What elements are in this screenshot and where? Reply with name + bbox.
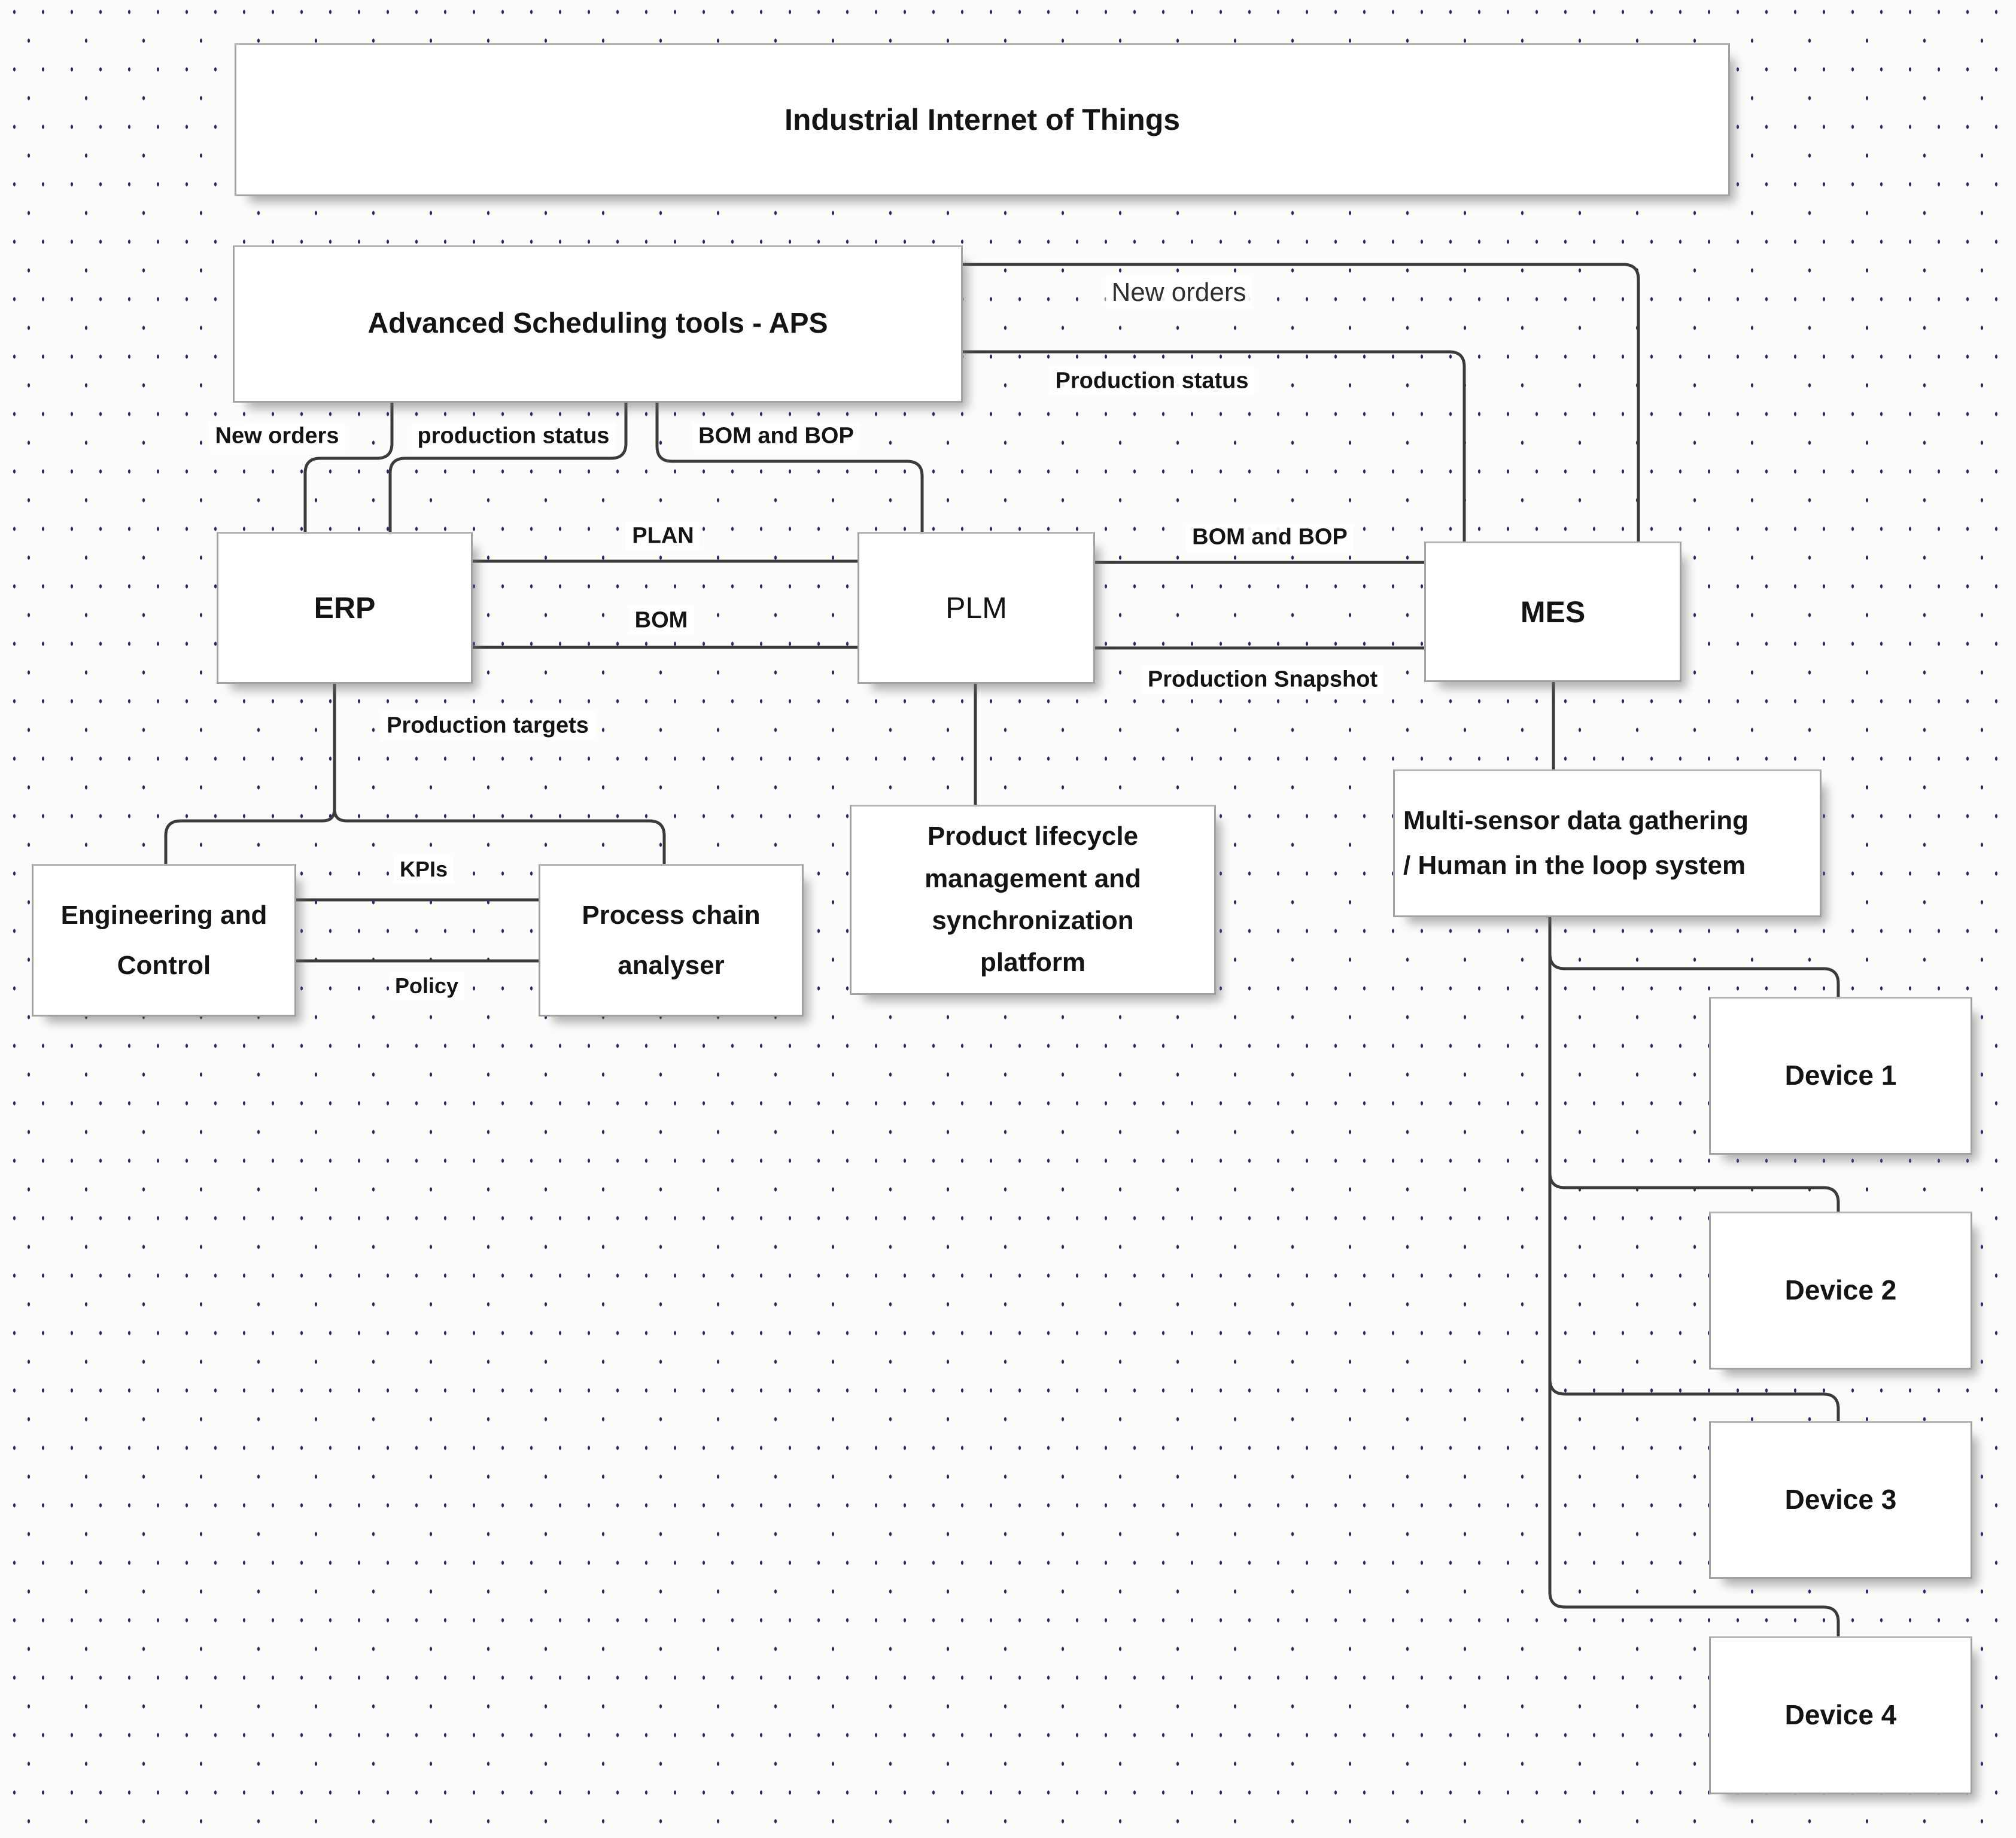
node-erp: ERP xyxy=(217,532,473,684)
edge-label-production-targets: Production targets xyxy=(381,711,595,740)
node-device-2: Device 2 xyxy=(1709,1212,1972,1370)
node-multi-sensor-data-gathering: Multi-sensor data gathering / Human in t… xyxy=(1393,769,1822,917)
edge-branch-device2 xyxy=(1548,1172,1840,1213)
edge-aps-erp-production-status xyxy=(388,403,628,533)
edge-label-bom-and-bop-plm-mes: BOM and BOP xyxy=(1186,523,1354,552)
node-advanced-scheduling-tools-aps: Advanced Scheduling tools - APS xyxy=(233,245,963,403)
node-device-3: Device 3 xyxy=(1709,1421,1972,1579)
edge-aps-mes-new-orders xyxy=(963,263,1640,543)
node-engineering-and-control: Engineering and Control xyxy=(32,864,296,1017)
edge-erp-production-targets-right xyxy=(333,808,666,865)
edge-label-policy: Policy xyxy=(388,972,465,1000)
edge-label-production-status-aps-mes: Production status xyxy=(1049,367,1255,395)
edge-label-plan: PLAN xyxy=(626,522,700,550)
edge-branch-device1 xyxy=(1548,953,1840,998)
edge-erp-production-targets-left xyxy=(164,684,336,865)
edge-label-new-orders-aps-mes: New orders xyxy=(1105,276,1252,309)
edge-aps-erp-new-orders xyxy=(303,403,394,533)
edge-branch-device3 xyxy=(1548,1378,1840,1422)
edge-label-production-status-aps-erp: production status xyxy=(411,422,616,451)
edge-label-production-snapshot: Production Snapshot xyxy=(1141,665,1384,694)
node-product-lifecycle-platform: Product lifecycle management and synchro… xyxy=(850,805,1216,995)
node-industrial-internet-of-things: Industrial Internet of Things xyxy=(235,43,1730,196)
node-mes: MES xyxy=(1424,541,1681,682)
node-device-4: Device 4 xyxy=(1709,1636,1972,1794)
edge-label-kpis: KPIs xyxy=(393,856,454,883)
node-plm: PLM xyxy=(858,532,1095,684)
edge-label-bom-and-bop-aps-plm: BOM and BOP xyxy=(692,422,860,451)
edge-label-new-orders-aps-erp: New orders xyxy=(209,422,345,451)
edge-trunk-device4 xyxy=(1548,917,1840,1638)
edge-label-bom: BOM xyxy=(628,606,694,635)
edge-aps-mes-production-status xyxy=(963,350,1466,543)
node-device-1: Device 1 xyxy=(1709,997,1972,1155)
node-process-chain-analyser: Process chain analyser xyxy=(539,864,804,1017)
edge-aps-plm-bom-bop xyxy=(655,403,924,533)
